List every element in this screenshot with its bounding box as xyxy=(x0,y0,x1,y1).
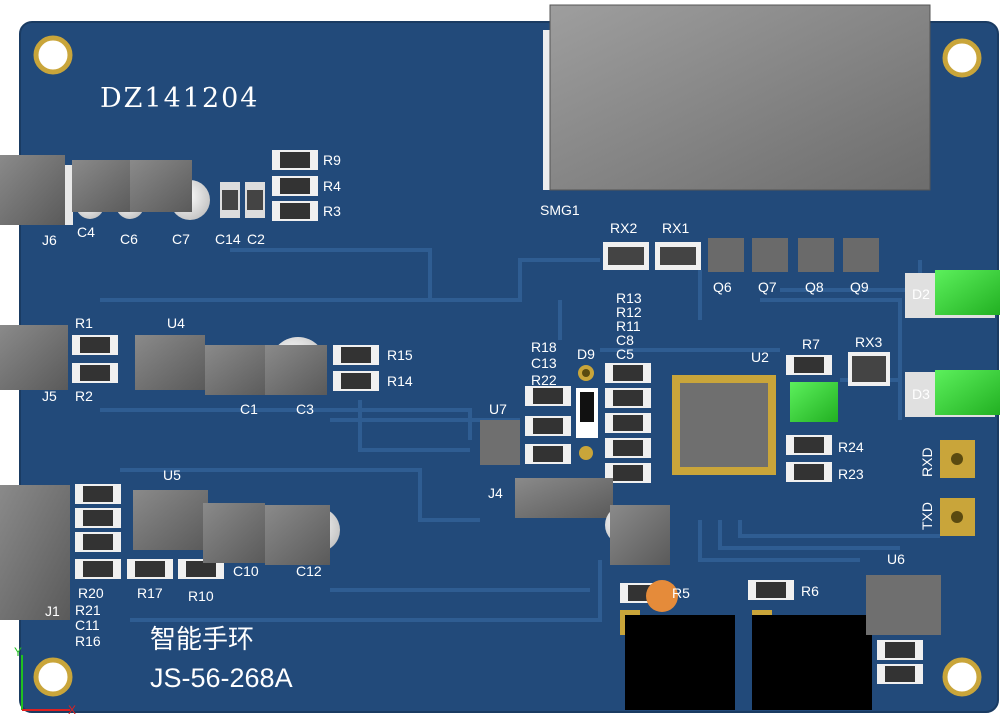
label-c2: C2 xyxy=(247,231,265,247)
chip-u7 xyxy=(480,420,520,465)
inductor-c7 xyxy=(130,160,192,212)
label-c11: C11 xyxy=(75,617,100,633)
label-r14: R14 xyxy=(387,373,413,389)
label-r1: R1 xyxy=(75,315,93,331)
inductor-c6 xyxy=(72,160,134,212)
label-d2: D2 xyxy=(912,286,930,302)
label-r23: R23 xyxy=(838,466,864,482)
label-r15: R15 xyxy=(387,347,413,363)
label-r18: R18 xyxy=(531,339,557,355)
label-r3: R3 xyxy=(323,203,341,219)
inductor-c3 xyxy=(265,345,327,395)
led-d2 xyxy=(935,270,1000,315)
label-u2: U2 xyxy=(751,349,769,365)
label-c10: C10 xyxy=(233,563,259,579)
label-rx2: RX2 xyxy=(610,220,638,236)
label-c3: C3 xyxy=(296,401,314,417)
label-r21: R21 xyxy=(75,602,101,618)
label-r20: R20 xyxy=(78,585,104,601)
board-part-number: JS-56-268A xyxy=(150,663,293,693)
label-r12: R12 xyxy=(616,304,642,320)
label-j6: J6 xyxy=(42,232,57,248)
inductor-c12 xyxy=(265,505,330,565)
label-c8: C8 xyxy=(616,332,634,348)
mounting-holes xyxy=(33,35,982,697)
label-r2: R2 xyxy=(75,388,93,404)
label-c7: C7 xyxy=(172,231,190,247)
label-c12: C12 xyxy=(296,563,322,579)
axis-gizmo xyxy=(21,655,70,711)
switch-left xyxy=(625,615,735,710)
label-q7: Q7 xyxy=(758,279,777,295)
led-d4 xyxy=(790,382,838,422)
capacitor-column-c5 xyxy=(605,363,651,483)
axis-x-label: X xyxy=(68,703,77,717)
label-u7: U7 xyxy=(489,401,507,417)
resistor-group-r20 xyxy=(75,484,224,579)
label-r13: R13 xyxy=(616,290,642,306)
chip-u6 xyxy=(866,575,941,635)
label-j1: J1 xyxy=(45,603,60,619)
label-r24: R24 xyxy=(838,439,864,455)
label-c14: C14 xyxy=(215,231,241,247)
led-d3 xyxy=(935,370,1000,415)
label-r7: R7 xyxy=(802,336,820,352)
inductor-c1 xyxy=(205,345,270,395)
label-r16: R16 xyxy=(75,633,101,649)
connector-j4 xyxy=(515,478,613,518)
label-c1: C1 xyxy=(240,401,258,417)
label-rxd: RXD xyxy=(919,447,935,477)
label-d9: D9 xyxy=(577,346,595,362)
label-u5: U5 xyxy=(163,467,181,483)
label-d3: D3 xyxy=(912,386,930,402)
label-r9: R9 xyxy=(323,152,341,168)
label-rx3: RX3 xyxy=(855,334,883,350)
label-r10: R10 xyxy=(188,588,214,604)
chip-u5 xyxy=(133,490,208,550)
label-txd: TXD xyxy=(919,502,935,530)
label-smg1: SMG1 xyxy=(540,202,580,218)
label-j4: J4 xyxy=(488,485,503,501)
label-q9: Q9 xyxy=(850,279,869,295)
inductor-j4-side xyxy=(610,505,670,565)
label-r6: R6 xyxy=(801,583,819,599)
label-r11: R11 xyxy=(616,318,641,334)
switch-right xyxy=(752,615,872,710)
connector-j6 xyxy=(0,155,65,225)
inductor-c10 xyxy=(203,503,265,563)
display-smg1 xyxy=(550,5,930,190)
label-j5: J5 xyxy=(42,388,57,404)
transistor-row xyxy=(708,238,879,272)
chip-u4 xyxy=(135,335,205,390)
label-r5: R5 xyxy=(672,585,690,601)
axis-y-label: Y xyxy=(14,645,23,659)
label-c4: C4 xyxy=(77,224,95,240)
label-q6: Q6 xyxy=(713,279,732,295)
resistor-group-r9-r3 xyxy=(272,150,318,221)
label-c6: C6 xyxy=(120,231,138,247)
connector-j5 xyxy=(0,325,68,390)
label-r22: R22 xyxy=(531,372,557,388)
chip-u2 xyxy=(672,375,776,475)
connector-j1 xyxy=(0,485,70,620)
label-r4: R4 xyxy=(323,178,341,194)
label-c13: C13 xyxy=(531,355,557,371)
label-u4: U4 xyxy=(167,315,185,331)
board-title-cn: 智能手环 xyxy=(150,625,255,655)
label-q8: Q8 xyxy=(805,279,824,295)
board-code: DZ141204 xyxy=(100,83,260,114)
led-r5-glow xyxy=(646,580,678,612)
label-u6: U6 xyxy=(887,551,905,567)
label-c5: C5 xyxy=(616,346,634,362)
label-rx1: RX1 xyxy=(662,220,690,236)
label-r17: R17 xyxy=(137,585,163,601)
